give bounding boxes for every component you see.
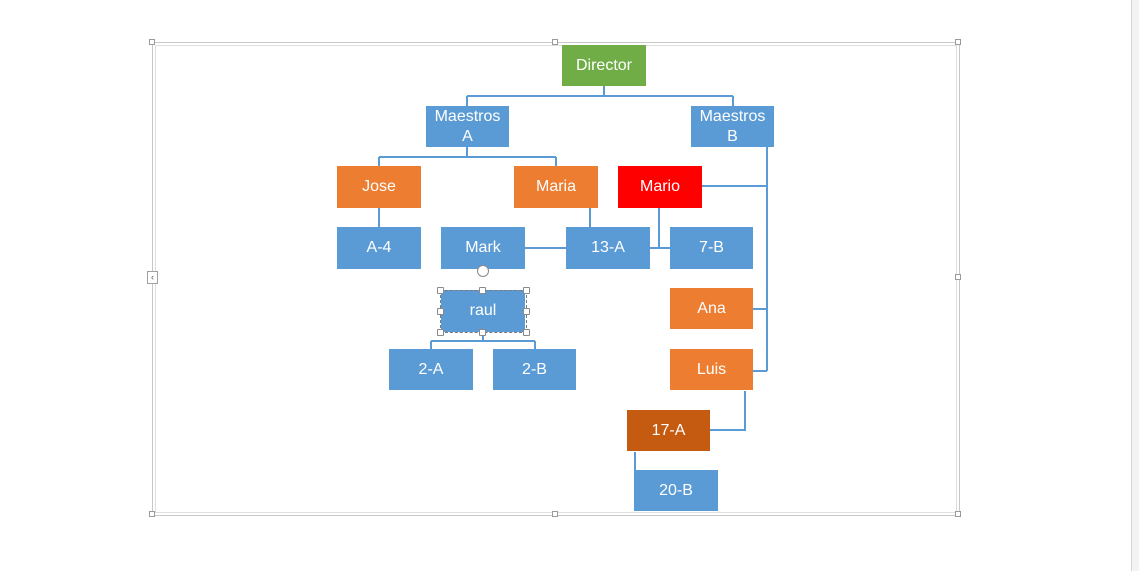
resize-handle-bc[interactable] <box>479 329 486 336</box>
node-a-4[interactable]: A-4 <box>337 227 421 269</box>
node-maria[interactable]: Maria <box>514 166 598 208</box>
frame-handle-tc[interactable] <box>552 39 558 45</box>
frame-handle-mr[interactable] <box>955 274 961 280</box>
frame-handle-bl[interactable] <box>149 511 155 517</box>
node-7-b[interactable]: 7-B <box>670 227 753 269</box>
rotate-handle-icon[interactable] <box>477 265 489 277</box>
resize-handle-tl[interactable] <box>437 287 444 294</box>
node-raul[interactable]: raul <box>441 290 525 332</box>
node-luis[interactable]: Luis <box>670 349 753 390</box>
resize-handle-mr[interactable] <box>523 308 530 315</box>
frame-handle-bc[interactable] <box>552 511 558 517</box>
resize-handle-br[interactable] <box>523 329 530 336</box>
node-director[interactable]: Director <box>562 45 646 86</box>
resize-handle-bl[interactable] <box>437 329 444 336</box>
node-2-b[interactable]: 2-B <box>493 349 576 390</box>
node-mario[interactable]: Mario <box>618 166 702 208</box>
connector-director <box>466 86 734 106</box>
node-20-b[interactable]: 20-B <box>634 470 718 511</box>
resize-handle-tc[interactable] <box>479 287 486 294</box>
connector-maestros-a <box>378 147 557 166</box>
window-edge <box>1131 0 1139 571</box>
resize-handle-ml[interactable] <box>437 308 444 315</box>
connector-luis <box>710 391 746 431</box>
selection-outline <box>440 290 527 333</box>
frame-handle-tl[interactable] <box>149 39 155 45</box>
node-17-a[interactable]: 17-A <box>627 410 710 451</box>
frame-handle-tr[interactable] <box>955 39 961 45</box>
node-2-a[interactable]: 2-A <box>389 349 473 390</box>
text-pane-toggle-icon[interactable]: ‹ <box>147 271 158 284</box>
resize-handle-tr[interactable] <box>523 287 530 294</box>
node-jose[interactable]: Jose <box>337 166 421 208</box>
connector-maestros-b <box>702 147 768 372</box>
node-maestros-b[interactable]: Maestros B <box>691 106 774 147</box>
node-maestros-a[interactable]: Maestros A <box>426 106 509 147</box>
connector-mario <box>650 208 670 249</box>
frame-handle-br[interactable] <box>955 511 961 517</box>
node-ana[interactable]: Ana <box>670 288 753 329</box>
node-mark[interactable]: Mark <box>441 227 525 269</box>
connector-raul <box>430 333 536 349</box>
node-13-a[interactable]: 13-A <box>566 227 650 269</box>
